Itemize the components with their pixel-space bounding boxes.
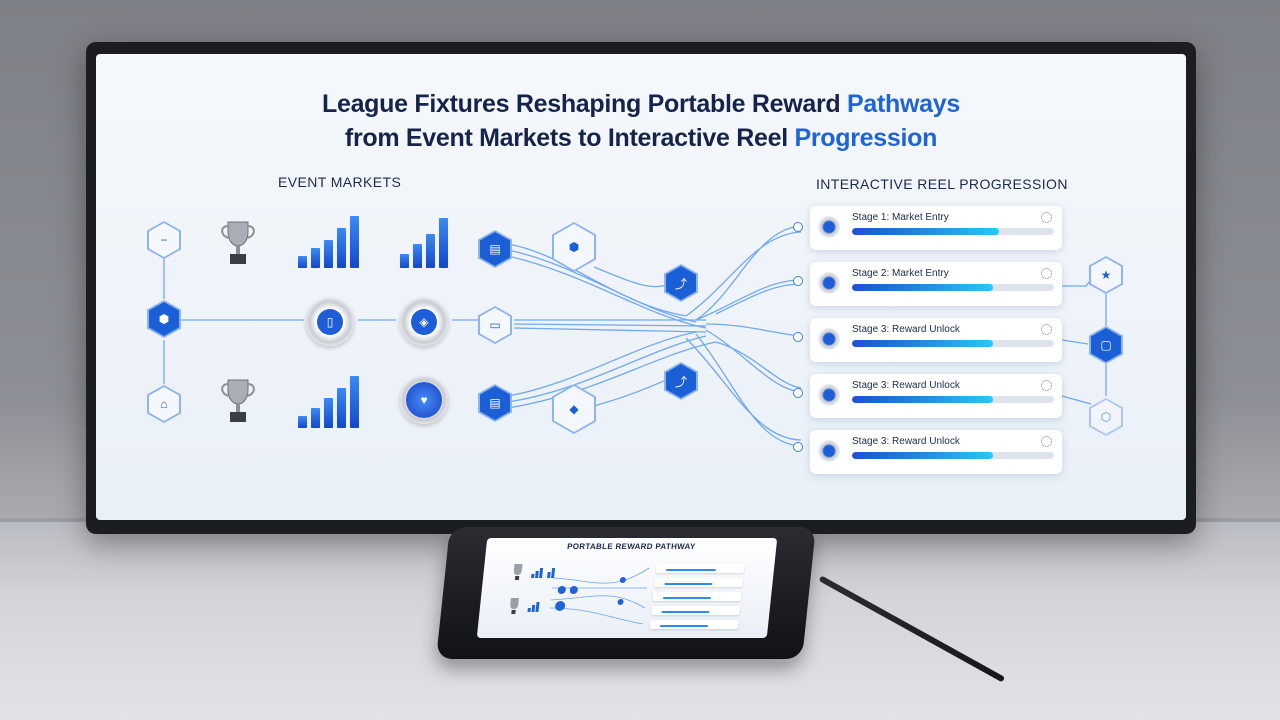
- connector-dot: [793, 388, 803, 398]
- page-title-line-1: League Fixtures Reshaping Portable Rewar…: [322, 90, 960, 118]
- trophy-icon: [221, 221, 255, 264]
- stage-progress-fill: [852, 284, 994, 291]
- stage-dial-icon: [818, 272, 840, 294]
- phone-diagram: [510, 564, 650, 625]
- phone-stage-row: [655, 564, 745, 573]
- stage-card-4[interactable]: Stage 3: Reward Unlock: [810, 374, 1062, 418]
- stage-progress-track: [852, 340, 1054, 347]
- stage-dial-icon: [818, 440, 840, 462]
- spinner-icon: [1041, 268, 1052, 279]
- phone-stage-row: [651, 606, 741, 615]
- phone-screen[interactable]: PORTABLE REWARD PATHWAY: [476, 538, 778, 638]
- stage-label: Stage 1: Market Entry: [852, 212, 949, 223]
- stage-progress-fill: [852, 396, 994, 403]
- spinner-icon: [1041, 324, 1052, 335]
- stage-dial-icon: [818, 216, 840, 238]
- event-markets-label: EVENT MARKETS: [278, 174, 402, 190]
- stage-card-3[interactable]: Stage 3: Reward Unlock: [810, 318, 1062, 362]
- stage-dial-icon: [818, 328, 840, 350]
- stage-progress-track: [852, 228, 1054, 235]
- stage-card-5[interactable]: Stage 3: Reward Unlock: [810, 430, 1062, 474]
- hexagon-node-icon[interactable]: ⤴: [664, 264, 698, 302]
- phone-stage-row: [654, 578, 744, 587]
- trophy-icon: [221, 379, 255, 422]
- spinner-icon: [1041, 380, 1052, 391]
- hexagon-node-icon[interactable]: ⤴: [664, 362, 698, 400]
- stage-progress-fill: [852, 340, 994, 347]
- stage-label: Stage 3: Reward Unlock: [852, 380, 960, 391]
- spinner-icon: [1041, 212, 1052, 223]
- folder-icon[interactable]: ▭: [478, 306, 512, 344]
- stage-label: Stage 2: Market Entry: [852, 268, 949, 279]
- stage-label: Stage 3: Reward Unlock: [852, 436, 960, 447]
- stage-progress-track: [852, 452, 1054, 459]
- stage-progress-fill: [852, 228, 1000, 235]
- hexagon-node-icon[interactable]: ⬢: [147, 300, 181, 338]
- connector-dot: [793, 332, 803, 342]
- stage-card-2[interactable]: Stage 2: Market Entry: [810, 262, 1062, 306]
- connector-dot: [793, 442, 803, 452]
- stage-progress-track: [852, 284, 1054, 291]
- hexagon-node-icon[interactable]: ⌂: [147, 385, 181, 423]
- page-title-line-2: from Event Markets to Interactive Reel P…: [344, 124, 938, 152]
- connector-dot: [793, 276, 803, 286]
- reel-progression-label: INTERACTIVE REEL PROGRESSION: [816, 176, 1068, 192]
- phone-stage-row: [649, 620, 739, 629]
- phone-stage-row: [652, 592, 742, 601]
- monitor-screen: League Fixtures Reshaping Portable Rewar…: [96, 54, 1186, 520]
- stage-progress-track: [852, 396, 1054, 403]
- node-ring-button[interactable]: ♥: [400, 376, 448, 424]
- stage-card-1[interactable]: Stage 1: Market Entry: [810, 206, 1062, 250]
- spinner-icon: [1041, 436, 1052, 447]
- stage-dial-icon: [818, 384, 840, 406]
- connector-dot: [793, 222, 803, 232]
- bar-chart-icon: [400, 216, 448, 268]
- connection-lines: [163, 225, 1107, 447]
- node-ring-button[interactable]: ◈: [400, 298, 448, 346]
- stage-progress-fill: [852, 452, 994, 459]
- node-ring-button[interactable]: ▯: [306, 298, 354, 346]
- bar-chart-icon: [298, 214, 359, 268]
- stage-label: Stage 3: Reward Unlock: [852, 324, 960, 335]
- document-icon[interactable]: ▤: [478, 384, 512, 422]
- bar-chart-icon: [298, 374, 359, 428]
